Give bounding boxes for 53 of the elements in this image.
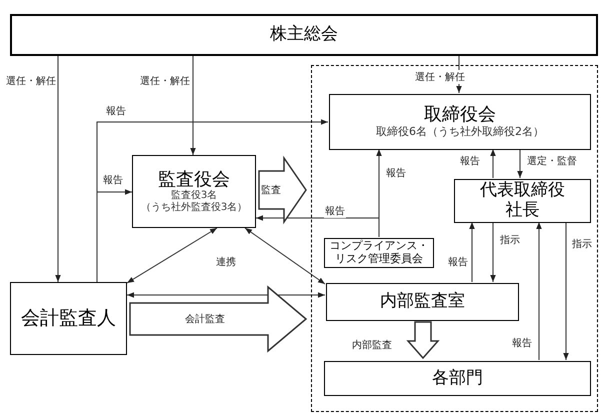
arrow <box>490 148 496 178</box>
departments-box <box>324 361 591 396</box>
double-arrow <box>244 228 326 284</box>
node-subtitle: 取締役6名（うち社外取締役2名） <box>376 126 544 139</box>
internal-audit-box <box>326 283 519 321</box>
edge-label: 報告 <box>324 204 346 218</box>
edge-label: 監査 <box>260 184 282 197</box>
president-box <box>454 179 591 223</box>
edge-label: 連携 <box>215 255 237 269</box>
node-title: 監査役会 <box>157 170 231 190</box>
edge-label: 選任・解任 <box>414 70 466 84</box>
block-arrow <box>258 156 307 224</box>
arrow <box>469 222 475 282</box>
node-title: 各部門 <box>431 368 484 388</box>
node-title: 内部監査室 <box>379 292 466 312</box>
edge-label: 報告 <box>459 154 481 168</box>
edge-label: 報告 <box>385 166 407 180</box>
dashed-region <box>311 65 598 412</box>
arrow <box>563 222 569 360</box>
arrow <box>190 56 196 156</box>
arrow <box>490 222 496 282</box>
edge-label: 内部監査 <box>351 338 393 352</box>
node-title: 取締役会 <box>423 105 497 126</box>
node-title: 株主総会 <box>269 25 339 45</box>
node-title: コンプライアンス・リスク管理委員会 <box>328 240 430 266</box>
audit-board-box <box>132 155 256 228</box>
arrow <box>96 189 132 282</box>
edge-label: 報告 <box>102 173 124 187</box>
edge-label: 報告 <box>511 336 533 350</box>
edge-label: 選任・解任 <box>139 74 191 88</box>
double-arrow <box>126 228 218 284</box>
arrow <box>536 222 542 360</box>
node-title: 会計監査人 <box>20 308 117 330</box>
auditor-box <box>10 282 127 355</box>
committee-box <box>324 238 434 268</box>
block-arrow <box>129 285 308 353</box>
edge-label: 会計監査 <box>184 312 226 326</box>
board-box <box>329 94 591 150</box>
edge-label: 指示 <box>499 233 521 247</box>
block-arrow <box>406 321 440 360</box>
node-title: 代表取締役 <box>479 181 566 201</box>
node-subtitle: 監査役3名 <box>170 190 218 202</box>
meeting-box <box>10 14 598 56</box>
edge-label: 指示 <box>571 237 593 251</box>
node-title: 社長 <box>504 201 540 221</box>
edge-label: 報告 <box>105 104 127 118</box>
arrow <box>517 148 523 178</box>
edge-label: 選定・監督 <box>526 154 578 168</box>
edge-label: 選任・解任 <box>5 74 57 88</box>
node-subtitle: （うち社外監査役3名） <box>140 202 248 214</box>
arrow <box>55 56 61 282</box>
edge-label: 報告 <box>447 255 469 269</box>
double-arrow <box>126 292 326 298</box>
